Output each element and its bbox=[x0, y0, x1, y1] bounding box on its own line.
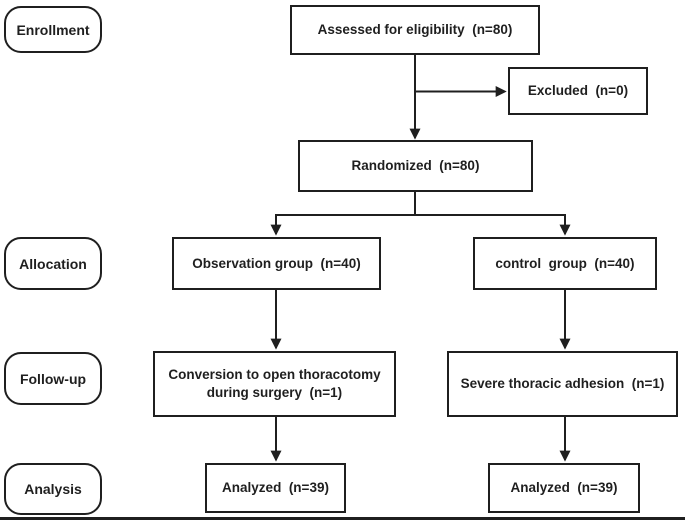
stage-label-analysis: Analysis bbox=[4, 463, 102, 515]
flow-box-observation-group: Observation group (n=40) bbox=[172, 237, 381, 290]
flow-box-randomized: Randomized (n=80) bbox=[298, 140, 533, 192]
stage-label-followup: Follow-up bbox=[4, 352, 102, 405]
flow-box-assessed-for-eligibility: Assessed for eligibility (n=80) bbox=[290, 5, 540, 55]
stage-label-enrollment: Enrollment bbox=[4, 6, 102, 53]
flow-box-control-group: control group (n=40) bbox=[473, 237, 657, 290]
flow-box-conversion-thoracotomy: Conversion to open thoracotomy during su… bbox=[153, 351, 396, 417]
stage-label-allocation: Allocation bbox=[4, 237, 102, 290]
figure-bottom-rule bbox=[0, 517, 685, 520]
split-randomized-to-groups bbox=[275, 192, 566, 216]
flow-box-excluded: Excluded (n=0) bbox=[508, 67, 648, 115]
flow-box-analyzed-control: Analyzed (n=39) bbox=[488, 463, 640, 513]
flow-box-severe-thoracic-adhesion: Severe thoracic adhesion (n=1) bbox=[447, 351, 678, 417]
flow-box-analyzed-observation: Analyzed (n=39) bbox=[205, 463, 346, 513]
